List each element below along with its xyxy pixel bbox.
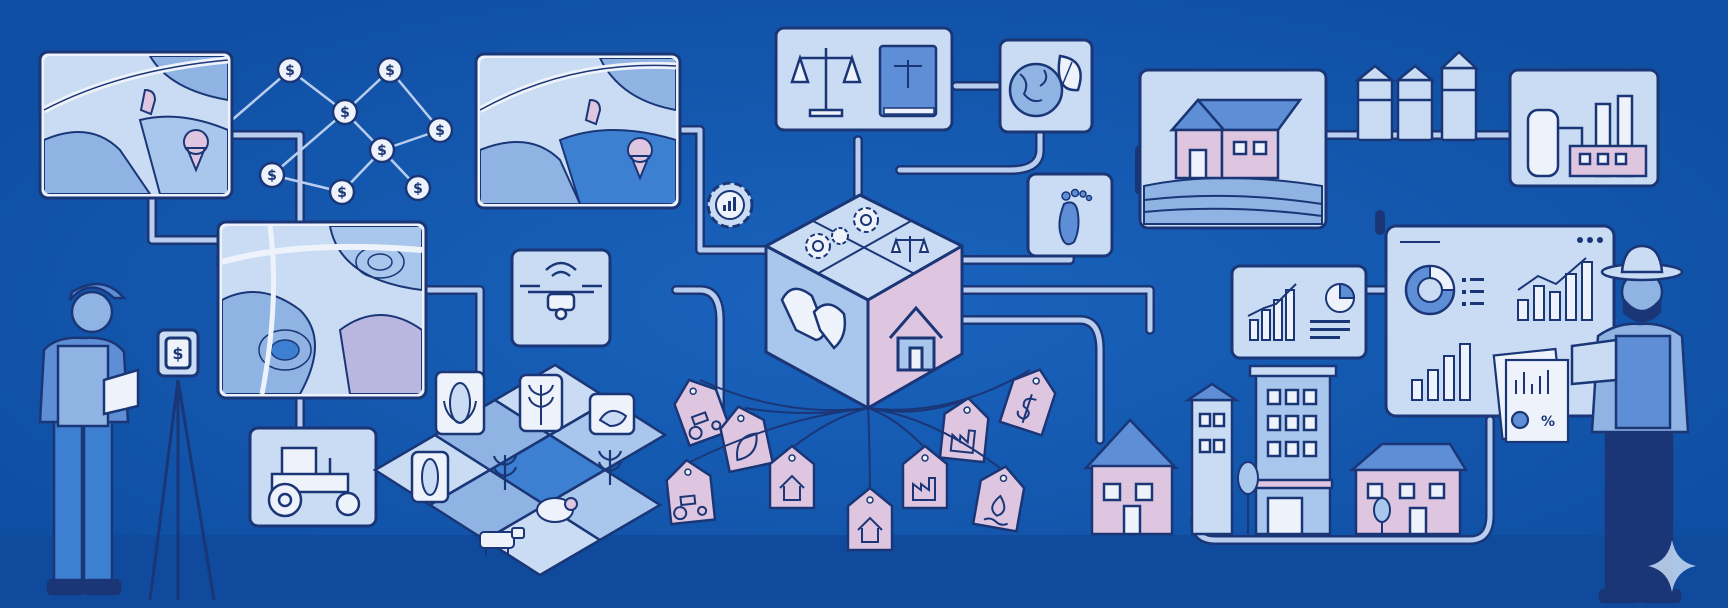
tag-string [689,407,869,463]
line-chart-icon [1247,283,1297,341]
tree-icon [1237,461,1391,534]
footprint-icon [1058,201,1080,246]
drone-icon [520,261,602,321]
city-buildings-icon [1183,364,1338,536]
price-tag-icon [846,486,894,552]
tag-string [867,407,926,449]
farmhouse-icon [1169,98,1303,180]
tag-string [867,369,1031,411]
price-tag-icon [938,396,990,464]
house-icon [857,516,883,543]
surveyor-person-icon [38,282,140,596]
coin-symbol: $ [267,168,277,184]
corn-icon [434,370,486,436]
central-cube [764,193,964,410]
gear-chart-icon [706,181,754,229]
house-icon [779,474,805,501]
farmer-person-icon [1570,244,1690,604]
cow-icon [479,527,525,556]
wheat-icon [492,455,518,490]
house-icon [1083,418,1179,536]
location-pin-icon [182,129,209,173]
water-drop-icon [983,494,1009,526]
report-panel [1230,264,1368,360]
sheep-icon [536,497,578,523]
document-icon: % [1492,347,1570,444]
scale-of-justice-icon [890,236,930,262]
tractor-icon [267,446,361,518]
coin-symbol: $ [377,143,387,159]
tractor-panel [248,426,378,528]
tag-string [699,379,869,412]
coin-symbol: $ [385,63,395,79]
chicken-icon [588,392,636,436]
wheat-icon [597,450,623,485]
price-tag-icon [673,378,733,448]
factory-icon [1526,94,1648,178]
tractor-icon [673,494,708,521]
coin-symbol: $ [340,105,350,121]
map-panel-2 [474,52,682,210]
tag-string [867,407,871,491]
law-panel [774,26,954,132]
price-tag-icon [901,444,949,510]
map-panel-1 [38,50,234,200]
price-tag-icon [998,368,1057,437]
coin-symbol: $ [337,185,347,201]
price-tag-icon [768,444,816,510]
coin-symbol: $ [413,181,423,197]
bar-chart-icon [1517,257,1593,321]
globe-leaf-icon [1008,62,1064,118]
pie-chart-icon [1325,282,1356,313]
factory-icon [949,429,977,455]
map-panel-topographic [216,220,428,400]
percent-symbol: % [1541,414,1555,430]
tractor-icon [688,411,722,440]
location-pin-icon [626,137,653,181]
price-tag-icon [1016,393,1037,424]
factory-panel [1508,68,1660,188]
money-network-icon: $ $ $ $ $ $ $ $ [231,56,454,206]
price-tag-icon [665,458,717,526]
survey-tripod-icon: $ [148,328,216,601]
tag-string [791,407,869,449]
location-pin-icon [139,88,157,116]
factory-icon [912,477,936,501]
price-tag-icon [719,405,775,474]
silo-icon [1354,50,1480,142]
price-tags [665,368,1057,552]
house-icon [1348,442,1469,536]
handshake-icon [780,287,847,350]
coin-symbol: $ [285,63,295,79]
gear-icon [805,207,879,259]
sparkle-icon [1648,540,1696,592]
coin-symbol: $ [435,123,445,139]
drone-panel [510,248,612,348]
house-icon [888,305,944,372]
coin-symbol: $ [172,344,183,363]
location-pin-icon [584,98,602,126]
pie-chart-icon [1404,264,1456,316]
soybean-icon [410,450,450,504]
globe-panel [998,38,1094,134]
bar-chart-icon [1411,343,1471,401]
scale-of-justice-icon [790,48,862,118]
tag-string [867,407,1001,469]
footprint-panel [1026,172,1114,258]
price-tag-icon [971,464,1026,533]
law-book-icon [878,44,938,118]
farmhouse-panel [1138,68,1328,230]
wheat-icon [518,373,564,433]
